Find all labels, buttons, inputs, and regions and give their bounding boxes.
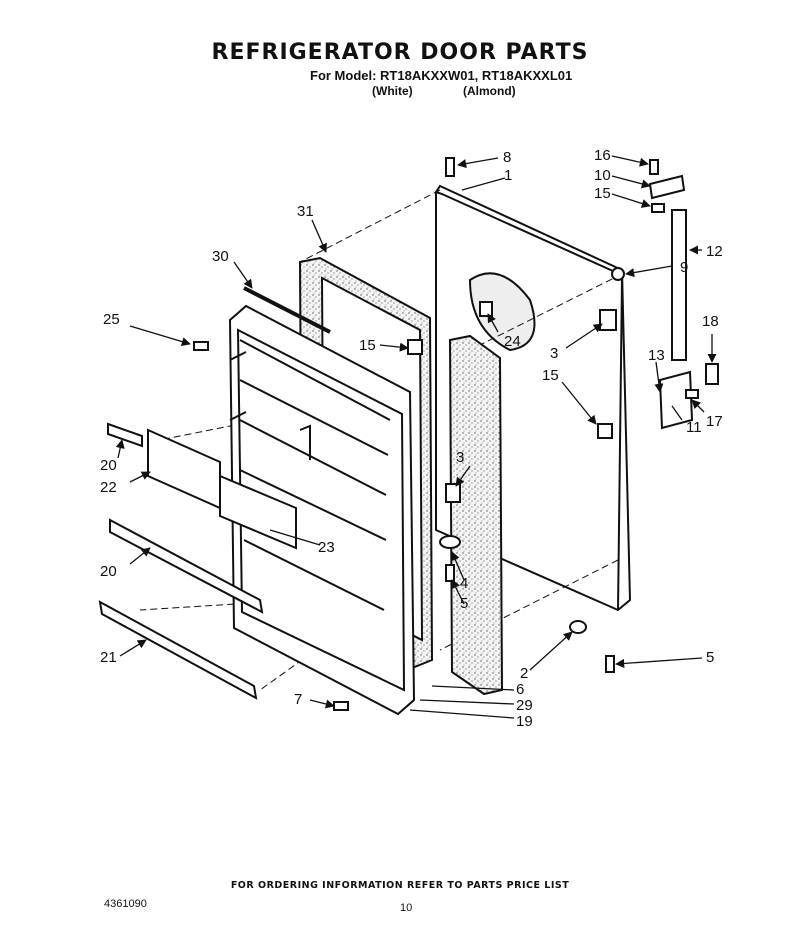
callout-label: 15 xyxy=(594,185,611,202)
callout-label: 13 xyxy=(648,347,665,364)
callout-label: 3 xyxy=(550,345,558,362)
callout-label: 22 xyxy=(100,479,117,496)
callout-label: 11 xyxy=(686,419,702,436)
part-15-upper xyxy=(407,339,423,355)
screw-25 xyxy=(193,341,209,351)
screw-6 xyxy=(445,157,455,177)
callout-label: 29 xyxy=(516,697,533,714)
callout-label: 15 xyxy=(542,367,559,384)
callout-label: 12 xyxy=(706,243,723,260)
callout-label: 3 xyxy=(456,449,464,466)
callout-label: 25 xyxy=(103,311,120,328)
callout-label: 20 xyxy=(100,457,117,474)
upper-hinge xyxy=(648,174,686,200)
shelf-bar-20-lower xyxy=(109,518,264,614)
lower-hinge xyxy=(658,370,694,430)
callout-label: 6 xyxy=(516,681,524,698)
callout-label: 20 xyxy=(100,563,117,580)
callout-label: 9 xyxy=(680,259,688,276)
shelf-bar-20-upper xyxy=(107,422,143,448)
callout-label: 31 xyxy=(297,203,314,220)
screw-5-left xyxy=(445,564,455,582)
callout-label: 5 xyxy=(460,595,468,612)
cam-2 xyxy=(569,620,587,634)
part-15-lower xyxy=(597,423,613,439)
bracket-14 xyxy=(651,203,665,213)
callout-label: 19 xyxy=(516,713,533,730)
ordering-note: FOR ORDERING INFORMATION REFER TO PARTS … xyxy=(230,880,570,891)
screw-9 xyxy=(333,701,349,711)
leader-lines xyxy=(115,155,717,719)
callout-labels: 8 1 16 10 15 12 9 31 30 25 24 15 3 15 18… xyxy=(100,147,723,730)
callout-label: 8 xyxy=(503,149,511,166)
callout-label: 17 xyxy=(706,413,723,430)
page-number: 10 xyxy=(400,902,413,914)
inner-door-liner xyxy=(228,304,416,716)
screw-16 xyxy=(649,159,659,175)
page-title: REFRIGERATOR DOOR PARTS xyxy=(211,40,589,65)
shelf-bar-21 xyxy=(98,600,258,700)
inner-gasket xyxy=(448,334,504,696)
callout-label: 5 xyxy=(706,649,714,666)
shelf-22 xyxy=(147,428,221,510)
callout-label: 10 xyxy=(594,167,611,184)
callout-label: 16 xyxy=(594,147,611,164)
screw-5-right xyxy=(605,655,615,673)
stop-3-upper xyxy=(599,309,617,331)
callout-label: 1 xyxy=(504,167,512,184)
variant-white: (White) xyxy=(372,84,413,98)
stop-3-lower xyxy=(445,483,461,503)
shelf-23 xyxy=(219,474,297,550)
screw-17 xyxy=(685,389,699,399)
callout-label: 4 xyxy=(460,575,468,592)
callout-label: 18 xyxy=(702,313,719,330)
callout-label: 7 xyxy=(294,691,302,708)
callout-label: 23 xyxy=(318,539,335,556)
hinge-pin-12 xyxy=(671,209,687,361)
cap-18 xyxy=(705,363,719,385)
callout-label: 15 xyxy=(359,337,376,354)
document-number: 4361090 xyxy=(104,898,147,910)
callout-label: 30 xyxy=(212,248,229,265)
strip-30 xyxy=(243,286,331,334)
callout-label: 24 xyxy=(504,333,521,350)
callout-label: 2 xyxy=(520,665,528,682)
screw-24 xyxy=(479,301,493,317)
callout-label: 21 xyxy=(100,649,117,666)
model-line: For Model: RT18AKXXW01, RT18AKXXL01 xyxy=(310,68,573,83)
plug-7 xyxy=(611,267,625,281)
outer-door-panel xyxy=(435,184,632,612)
variant-almond: (Almond) xyxy=(463,84,516,98)
cam-4 xyxy=(439,535,461,549)
